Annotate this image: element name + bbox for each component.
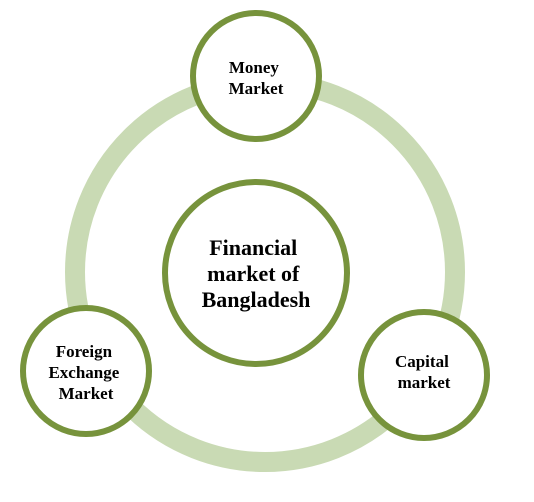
svg-text:Financial market of: Financial market of Bangladesh xyxy=(202,235,311,312)
node-money-market-line-1: Money xyxy=(229,58,280,77)
node-money-market-line-2: Market xyxy=(229,79,284,98)
node-money-market: Money Market xyxy=(190,10,322,142)
node-capital-market-line-1: Capital xyxy=(395,352,449,371)
center-node: Financial market of Bangladesh xyxy=(162,179,350,367)
center-node-line-1: Financial xyxy=(209,235,297,260)
node-foreign-exchange-market: Foreign Exchange Market xyxy=(20,305,152,437)
node-foreign-exchange-market-circle xyxy=(20,305,152,437)
center-node-line-2: market of xyxy=(207,261,300,286)
node-foreign-exchange-market-line-2: Exchange xyxy=(48,363,119,382)
center-node-line-3: Bangladesh xyxy=(202,287,311,312)
svg-text:Capital market: Capital market xyxy=(395,352,453,392)
node-foreign-exchange-market-line-3: Market xyxy=(59,384,114,403)
node-foreign-exchange-market-line-1: Foreign xyxy=(56,342,113,361)
node-capital-market-line-2: market xyxy=(398,373,451,392)
node-capital-market: Capital market xyxy=(358,309,490,441)
node-capital-market-circle xyxy=(358,309,490,441)
svg-text:Foreign Exchange M: Foreign Exchange Market xyxy=(48,342,123,403)
svg-text:Money Market: Money Market xyxy=(229,58,284,98)
node-money-market-circle xyxy=(190,10,322,142)
center-node-circle xyxy=(162,179,350,367)
